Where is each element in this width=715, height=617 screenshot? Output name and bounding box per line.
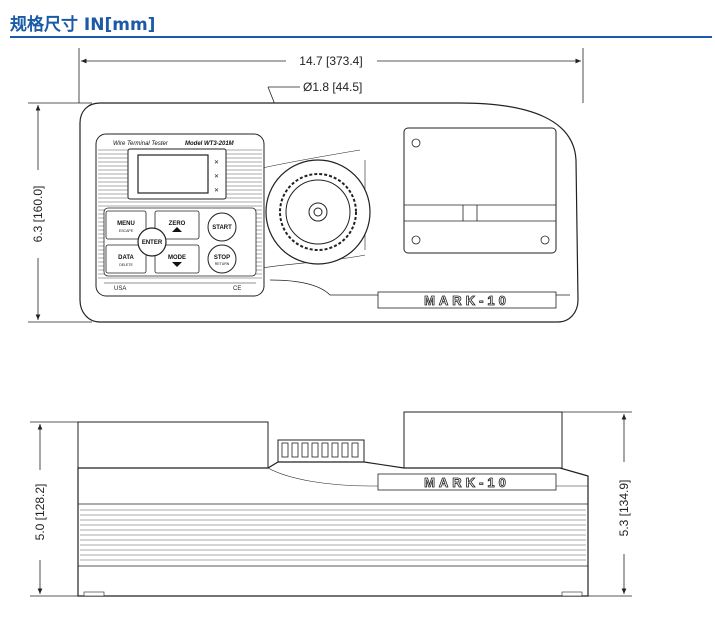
screw-icon: [540, 235, 550, 245]
down-arrow-icon: [172, 262, 182, 267]
foot: [83, 591, 105, 597]
display-indicator-icon: ✕: [214, 160, 219, 166]
side-view: 5.0 [128.2] 5.3 [134.9]: [30, 411, 632, 597]
foot: [561, 591, 583, 597]
control-panel: Wire Terminal Tester Model WT3-201M ✕ ✕ …: [95, 133, 265, 297]
knob: [265, 159, 371, 265]
screw-icon: [411, 138, 421, 148]
side-grip-block: [403, 411, 563, 469]
zero-button[interactable]: ZERO: [154, 210, 200, 240]
display-indicator-icon: ✕: [214, 188, 219, 194]
enter-button[interactable]: ENTER: [137, 227, 167, 257]
brand-logo-front: MARK-10: [377, 291, 557, 309]
left-height-dimension-label: 5.0 [128.2]: [33, 484, 47, 541]
model-label: Model WT3-201M: [185, 141, 235, 147]
screw-icon: [411, 235, 421, 245]
knob-diameter-label: Ø1.8 [44.5]: [303, 80, 362, 94]
width-dimension-label: 14.7 [373.4]: [299, 54, 362, 68]
side-vents: [80, 509, 586, 561]
data-button-label: DATA: [118, 255, 134, 261]
ce-mark: CE: [233, 286, 241, 292]
menu-button-sublabel: ESCAPE: [119, 229, 134, 233]
stop-button-sublabel: RETURN: [215, 262, 230, 266]
zero-button-label: ZERO: [169, 221, 186, 227]
mode-button[interactable]: MODE: [154, 244, 200, 274]
brand-logo-text: MARK-10: [424, 475, 510, 490]
brand-logo-text: MARK-10: [424, 293, 510, 308]
menu-button[interactable]: MENU ESCAPE: [105, 210, 147, 240]
product-line-label: Wire Terminal Tester: [113, 141, 169, 147]
menu-button-label: MENU: [117, 221, 135, 227]
start-button[interactable]: START: [207, 212, 237, 242]
display-indicator-icon: ✕: [214, 174, 219, 180]
brand-logo-side: MARK-10: [377, 473, 557, 491]
stop-button[interactable]: STOP RETURN: [207, 244, 237, 274]
up-arrow-icon: [172, 227, 182, 232]
device-body-side: [77, 461, 589, 597]
mode-button-label: MODE: [168, 255, 186, 261]
front-view: 14.7 [373.4] Ø1.8 [44.5] 6.3 [160.0]: [28, 48, 584, 323]
data-button[interactable]: DATA DELETE: [105, 244, 147, 274]
title-underline: [10, 36, 712, 38]
side-panel-block: [77, 421, 269, 469]
page-title: 规格尺寸 IN[mm]: [10, 15, 156, 35]
right-height-dimension-label: 5.3 [134.9]: [617, 480, 631, 537]
lcd-screen: [137, 154, 209, 194]
start-button-label: START: [212, 225, 232, 231]
height-dimension-label: 6.3 [160.0]: [31, 186, 45, 243]
stop-button-label: STOP: [214, 255, 230, 261]
enter-button-label: ENTER: [142, 240, 163, 246]
side-knob: [277, 439, 365, 463]
data-button-sublabel: DELETE: [119, 263, 133, 267]
origin-label: USA: [114, 286, 126, 292]
grip-housing: [403, 127, 557, 254]
